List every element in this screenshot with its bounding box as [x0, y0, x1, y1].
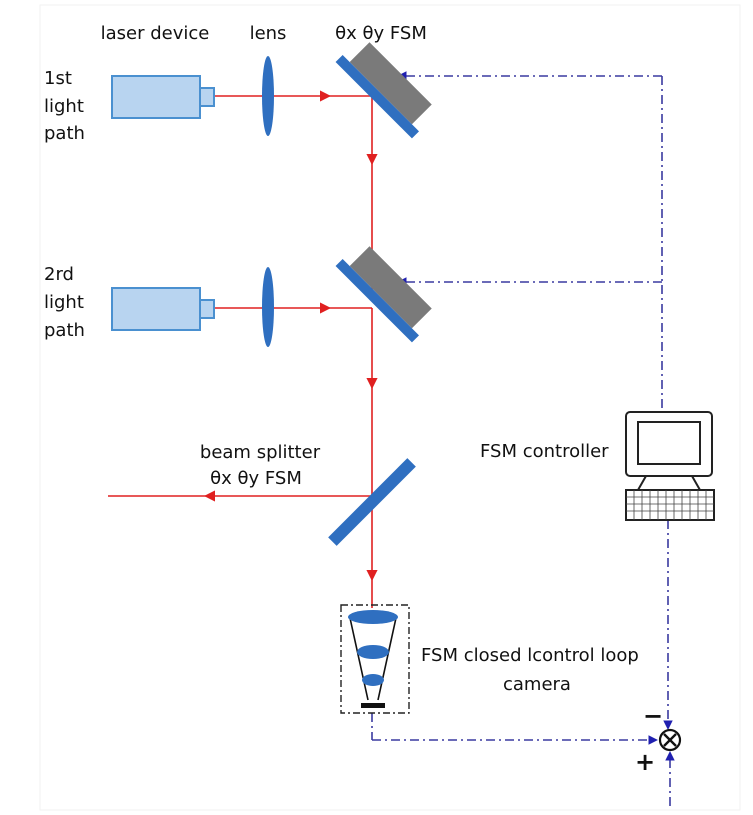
computer-icon: [625, 411, 715, 521]
label-camera-line1: FSM closed lcontrol loop: [421, 645, 639, 666]
fsm-mirror-1-glass: [335, 54, 420, 139]
label-path1-line1: 1st: [44, 68, 72, 89]
label-path1-line3: path: [44, 123, 85, 144]
camera-sensor: [361, 703, 385, 708]
fsm-mirror-1: [335, 42, 432, 139]
label-beam-splitter-line1: beam splitter: [200, 442, 321, 463]
fsm-mirror-2-glass: [335, 258, 420, 343]
camera-side-right: [377, 617, 397, 701]
summing-junction: [658, 728, 682, 752]
label-laser-device: laser device: [101, 23, 210, 44]
label-lens: lens: [250, 23, 287, 44]
camera-side-left: [349, 617, 369, 701]
label-camera-line2: camera: [503, 674, 571, 695]
laser-beams: [108, 90, 378, 608]
camera-enclosure: [340, 604, 410, 714]
camera-lens-3: [362, 674, 384, 686]
figure-border: [39, 4, 741, 811]
lens-2: [262, 267, 274, 347]
fsm-mirror-1-mount: [349, 42, 432, 125]
label-path2-line2: light: [44, 292, 84, 313]
lens-1: [262, 56, 274, 136]
label-fsm-controller: FSM controller: [480, 441, 609, 462]
computer-screen: [637, 421, 701, 465]
label-minus-sign: −: [643, 702, 663, 730]
fsm-mirror-2: [335, 246, 432, 343]
label-path2-line3: path: [44, 320, 85, 341]
computer-keyboard: [625, 489, 715, 521]
camera-lens-1: [348, 610, 398, 624]
computer-stand: [636, 475, 702, 491]
label-beam-splitter-line2: θx θy FSM: [210, 468, 302, 489]
label-fsm-top: θx θy FSM: [335, 23, 427, 44]
label-path1-line2: light: [44, 96, 84, 117]
camera-lens-2: [357, 645, 389, 659]
camera: [340, 604, 410, 714]
keyboard-keys: [626, 490, 714, 520]
laser-device-2: [111, 287, 215, 331]
laser-device-1: [111, 75, 215, 119]
label-path2-line1: 2rd: [44, 264, 74, 285]
label-plus-sign: +: [635, 748, 655, 776]
control-loop-lines: [371, 71, 675, 806]
fsm-mirror-2-mount: [349, 246, 432, 329]
beam-splitter: [328, 458, 416, 546]
